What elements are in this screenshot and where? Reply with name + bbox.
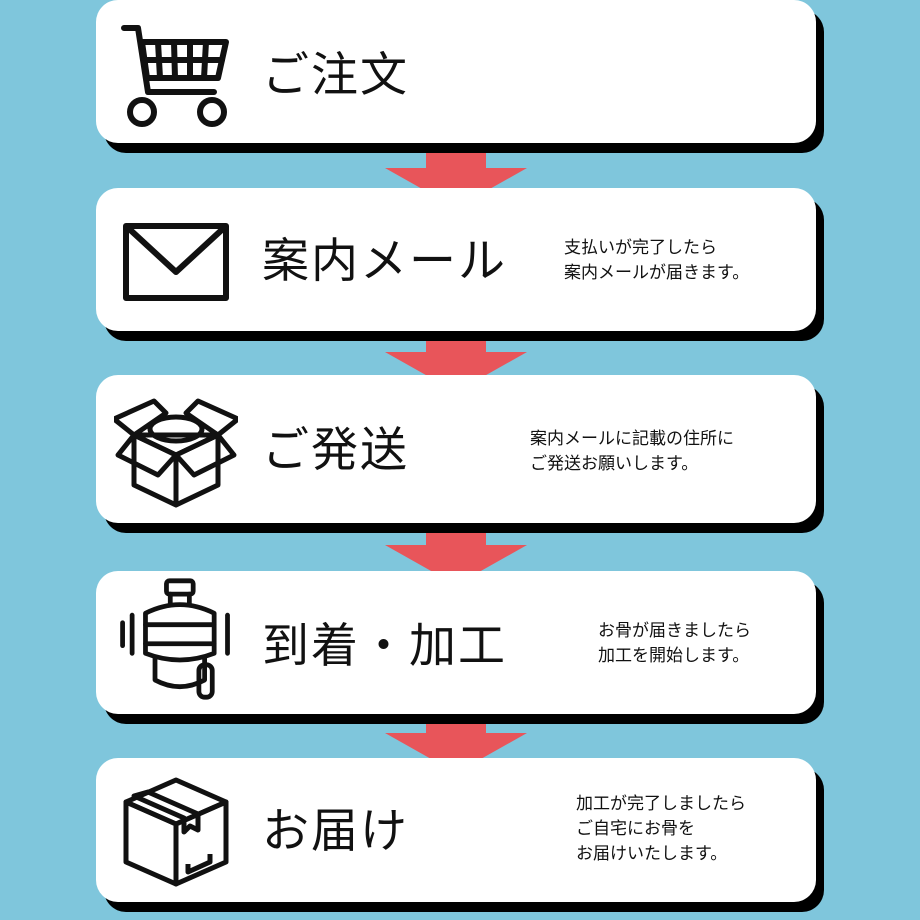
step-arrow-4 <box>385 693 527 773</box>
step-card-arrival-processing: 到着・加工 お骨が届きましたら 加工を開始します。 <box>96 571 816 714</box>
open-box-icon <box>114 389 238 513</box>
step-title: ご注文 <box>262 48 409 103</box>
processing-machine-icon <box>114 577 238 701</box>
step-title: 到着・加工 <box>262 619 507 674</box>
step-description-line: 案内メールに記載の住所に <box>530 429 734 449</box>
step-description: 支払いが完了したら 案内メールが届きます。 <box>564 236 749 286</box>
step-description-line: 加工を開始します。 <box>598 646 750 666</box>
step-title: お届け <box>262 804 409 859</box>
step-card-order: ご注文 <box>96 0 816 143</box>
step-description: 加工が完了しましたら ご自宅にお骨を お届けいたします。 <box>576 792 746 867</box>
step-arrow-3 <box>385 505 527 585</box>
step-title: ご発送 <box>262 423 409 478</box>
step-description-line: お届けいたします。 <box>576 844 728 864</box>
step-description-line: 加工が完了しましたら <box>576 794 746 814</box>
envelope-icon <box>114 200 238 324</box>
step-title: 案内メール <box>262 234 507 289</box>
step-description-line: お骨が届きましたら <box>598 621 751 641</box>
step-description-line: 案内メールが届きます。 <box>564 263 750 283</box>
shopping-cart-icon <box>114 12 238 136</box>
step-description-line: ご自宅にお骨を <box>576 819 695 839</box>
closed-box-icon <box>114 768 238 892</box>
step-description: 案内メールに記載の住所に ご発送お願いします。 <box>530 427 734 477</box>
step-card-guide-email: 案内メール 支払いが完了したら 案内メールが届きます。 <box>96 188 816 331</box>
step-description-line: ご発送お願いします。 <box>530 454 699 474</box>
step-arrow-2 <box>385 312 527 392</box>
step-card-delivery: お届け 加工が完了しましたら ご自宅にお骨を お届けいたします。 <box>96 758 816 902</box>
step-description-line: 支払いが完了したら <box>564 238 717 258</box>
step-description: お骨が届きましたら 加工を開始します。 <box>598 619 751 669</box>
step-card-shipping: ご発送 案内メールに記載の住所に ご発送お願いします。 <box>96 375 816 523</box>
